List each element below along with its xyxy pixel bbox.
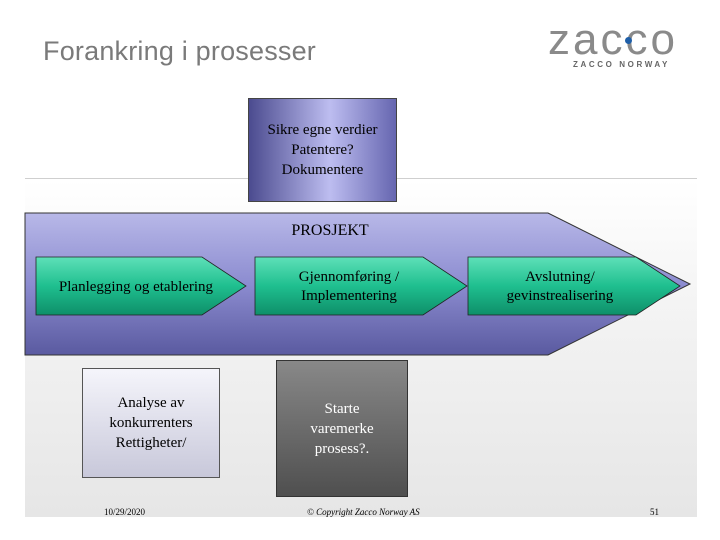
top-box-line2: Patentere? bbox=[291, 142, 354, 158]
phase1-line1: Planlegging og etablering bbox=[58, 279, 214, 295]
phase-label-planning: Planlegging og etablering bbox=[36, 278, 236, 297]
phase-label-closing: Avslutning/ gevinstrealisering bbox=[470, 268, 650, 306]
analyse-line3: Rettigheter/ bbox=[115, 435, 187, 451]
footer-page-number: 51 bbox=[650, 507, 659, 517]
starte-line2: varemerke bbox=[310, 420, 374, 437]
phase3-line2: gevinstrealisering bbox=[506, 288, 614, 304]
logo-dot-icon bbox=[625, 37, 632, 44]
phase2-line1: Gjennomføring / bbox=[298, 269, 400, 285]
top-box-values: Sikre egne verdier Patentere? Dokumenter… bbox=[248, 98, 397, 202]
top-box-line3: Dokumentere bbox=[281, 162, 364, 178]
analyse-line2: konkurrenters bbox=[109, 415, 193, 431]
phase-arrow-planning bbox=[35, 256, 247, 316]
slide-title: Forankring i prosesser bbox=[43, 36, 317, 66]
analyse-line1: Analyse av bbox=[117, 395, 185, 411]
top-box-line1: Sikre egne verdier bbox=[267, 122, 378, 138]
phase-arrow-closing bbox=[467, 256, 681, 316]
project-label: PROSJEKT bbox=[291, 222, 369, 239]
phase2-line2: Implementering bbox=[301, 288, 397, 304]
starte-line1: Starte bbox=[324, 400, 360, 417]
analyse-box: Analyse av konkurrenters Rettigheter/ bbox=[82, 368, 220, 478]
starte-line3: prosess?. bbox=[314, 440, 370, 457]
zacco-logo: zacco ZACCO NORWAY bbox=[548, 18, 698, 72]
logo-subtitle: ZACCO NORWAY bbox=[573, 60, 670, 69]
starte-box: Starte varemerke prosess?. bbox=[276, 360, 408, 497]
phase-arrow-implementation bbox=[254, 256, 468, 316]
logo-wordmark: zacco bbox=[548, 15, 678, 64]
footer-date: 10/29/2020 bbox=[104, 507, 146, 517]
phase-label-implementation: Gjennomføring / Implementering bbox=[255, 268, 443, 306]
footer-copyright: © Copyright Zacco Norway AS bbox=[307, 507, 420, 517]
phase3-line1: Avslutning/ bbox=[525, 269, 595, 285]
